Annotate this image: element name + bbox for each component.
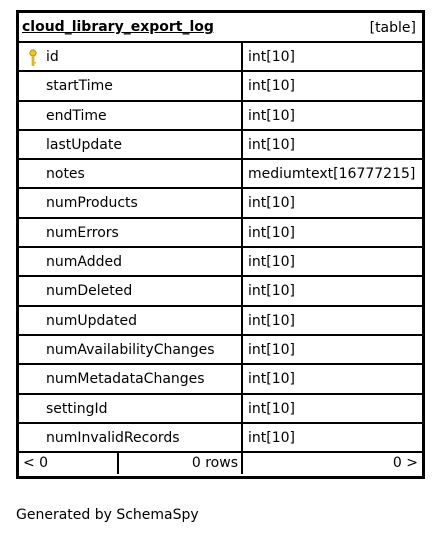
column-type: int[10]	[248, 107, 295, 124]
column-name: settingId	[46, 400, 108, 417]
column-name-cell: numProducts	[19, 189, 243, 217]
column-type: int[10]	[248, 49, 295, 65]
column-name: startTime	[46, 78, 113, 95]
column-row[interactable]: numUpdated int[10]	[19, 306, 422, 336]
column-name: lastUpdate	[46, 136, 122, 153]
column-row[interactable]: numAvailabilityChanges int[10]	[19, 335, 422, 366]
column-row[interactable]: startTime int[10]	[19, 72, 422, 102]
column-type: int[10]	[248, 224, 295, 241]
column-name-cell: settingId	[19, 394, 243, 422]
column-type: int[10]	[248, 371, 295, 388]
table-header: cloud_library_export_log [table]	[19, 13, 422, 43]
column-name-cell: startTime	[19, 72, 243, 100]
column-name: numProducts	[46, 195, 138, 212]
column-name-cell: numAvailabilityChanges	[19, 335, 243, 364]
column-type: int[10]	[248, 254, 295, 271]
column-name: numAvailabilityChanges	[46, 341, 215, 358]
column-name: numDeleted	[46, 283, 133, 300]
table-type-label: [table]	[369, 20, 416, 36]
column-type: int[10]	[248, 312, 295, 329]
column-row[interactable]: numInvalidRecords int[10]	[19, 423, 422, 454]
column-name-cell: lastUpdate	[19, 130, 243, 159]
column-type: int[10]	[248, 195, 295, 212]
column-name: numMetadataChanges	[46, 371, 205, 388]
column-name: notes	[46, 166, 85, 183]
table-node: cloud_library_export_log [table] id int[1…	[16, 10, 425, 479]
column-name-cell: numAdded	[19, 248, 243, 276]
column-row[interactable]: id int[10]	[19, 43, 422, 73]
row-count: 0 rows	[191, 455, 238, 472]
column-row[interactable]: numErrors int[10]	[19, 218, 422, 249]
row-count-cell: 0 rows	[119, 453, 243, 475]
column-type: int[10]	[248, 283, 295, 300]
column-name: endTime	[46, 107, 107, 124]
column-name-cell: numErrors	[19, 218, 243, 247]
table-name[interactable]: cloud_library_export_log	[22, 19, 214, 35]
column-name-cell: numInvalidRecords	[19, 423, 243, 452]
column-row[interactable]: numMetadataChanges int[10]	[19, 365, 422, 395]
column-row[interactable]: numDeleted int[10]	[19, 277, 422, 307]
children-count: 0 >	[392, 455, 418, 472]
column-type: int[10]	[248, 429, 295, 446]
column-row[interactable]: settingId int[10]	[19, 394, 422, 424]
column-name: numUpdated	[46, 312, 137, 329]
table-footer: < 0 0 rows 0 >	[19, 453, 422, 475]
column-name-cell: id	[19, 43, 243, 71]
column-name: numAdded	[46, 254, 122, 271]
column-name: numErrors	[46, 224, 119, 241]
column-type: mediumtext[16777215]	[248, 166, 416, 183]
column-type: int[10]	[248, 400, 295, 417]
column-name-cell: numMetadataChanges	[19, 365, 243, 393]
generated-by-caption: Generated by SchemaSpy	[16, 507, 199, 523]
column-name: numInvalidRecords	[46, 429, 180, 446]
column-type: int[10]	[248, 341, 295, 358]
column-name-cell: numDeleted	[19, 277, 243, 305]
column-row[interactable]: numProducts int[10]	[19, 189, 422, 219]
children-count-cell: 0 >	[243, 453, 422, 474]
parents-count: < 0	[23, 455, 49, 472]
column-row[interactable]: numAdded int[10]	[19, 248, 422, 278]
column-row[interactable]: endTime int[10]	[19, 101, 422, 131]
key-icon	[29, 49, 37, 66]
column-row[interactable]: lastUpdate int[10]	[19, 130, 422, 161]
column-name-cell: endTime	[19, 101, 243, 129]
column-name-cell: numUpdated	[19, 306, 243, 334]
column-name-cell: notes	[19, 160, 243, 188]
column-type: int[10]	[248, 78, 295, 95]
parents-count-cell: < 0	[19, 453, 119, 475]
column-name: id	[46, 49, 59, 65]
column-type: int[10]	[248, 136, 295, 153]
column-row[interactable]: notes mediumtext[16777215]	[19, 160, 422, 190]
